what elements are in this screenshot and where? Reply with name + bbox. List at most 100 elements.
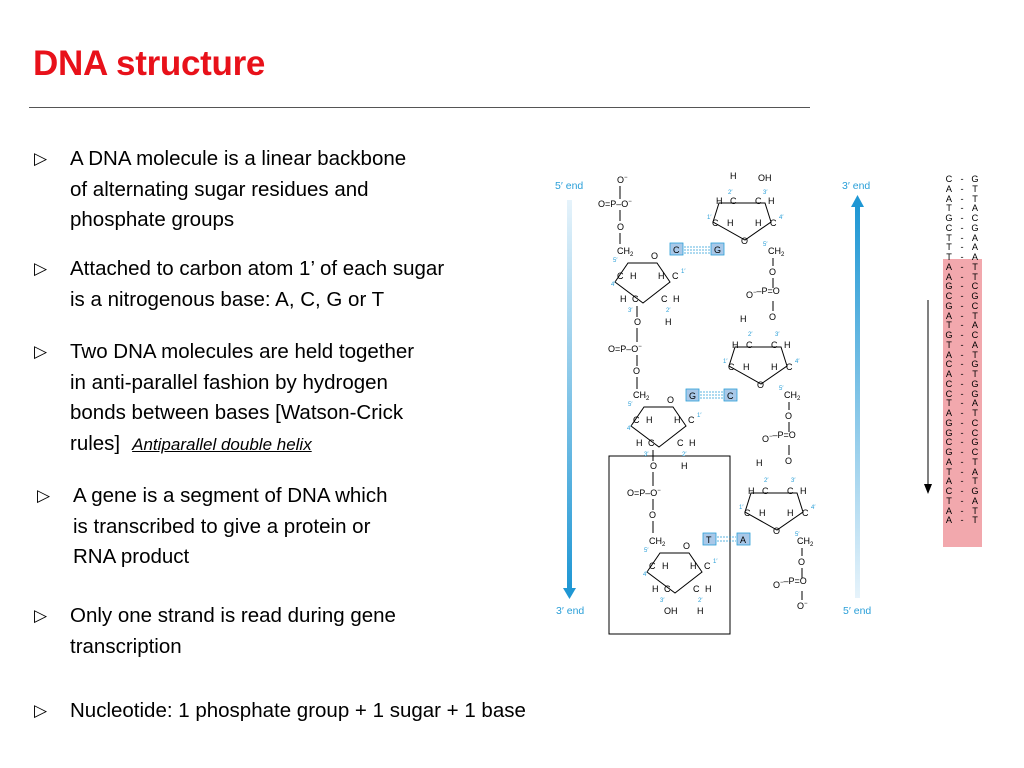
sequence-left-base: A [945,183,953,194]
transcribed-region-highlight [943,259,982,547]
sequence-right-base: A [971,320,979,331]
svg-text:O−–P=O: O−–P=O [746,286,780,300]
bullet-line: Nucleotide: 1 phosphate group + 1 sugar … [70,699,526,722]
svg-text:4′: 4′ [627,426,632,432]
base-pair-2: G C [685,388,738,402]
phosphate-group: O=P–O− O [627,472,661,533]
bullet-text: Attached to carbon atom 1’ of each sugar… [70,254,444,315]
sequence-separator: - [960,447,964,457]
sequence-right-base: G [971,388,979,399]
sequence-left-base: A [945,310,953,321]
sequence-left-base: T [946,232,952,243]
svg-text:O: O [798,557,805,567]
bullet-line: Attached to carbon atom 1’ of each sugar [70,257,445,280]
svg-text:3′: 3′ [660,598,665,604]
bullet-line: phosphate groups [70,208,235,231]
sequence-row: A-T [944,456,984,468]
svg-text:CH2: CH2 [633,390,650,402]
sequence-left-base: C [945,222,953,233]
sequence-row: T-A [944,252,984,263]
base-pair-1: C G [669,242,725,256]
nucleotide-highlight-box [608,455,731,635]
sequence-row: C-G [944,437,984,448]
sequence-row: A-T [944,310,984,322]
sequence-right-base: C [971,427,979,438]
svg-text:OH: OH [664,606,678,616]
bullet-line: A DNA molecule is a linear backbone [70,147,407,170]
sequence-right-base: T [972,349,978,360]
sequence-right-base: T [972,271,978,282]
bullet-line: rules]Antiparallel double helix [70,429,414,461]
sequence-row: G-C [944,330,984,341]
sequence-separator: - [960,232,964,243]
sequence-separator: - [960,310,964,321]
svg-text:4′: 4′ [643,572,648,578]
bullet-line: transcription [70,634,182,658]
svg-text:C: C [770,218,777,228]
sequence-left-base: C [945,291,953,301]
svg-text:C: C [693,584,700,594]
svg-text:C: C [802,508,809,518]
sequence-right-base: T [972,515,978,526]
sequence-right-base: C [971,447,979,457]
svg-text:C: C [712,218,719,228]
svg-text:C: C [730,196,737,206]
svg-text:C: C [688,415,695,425]
bullet-marker: ▷ [37,486,51,505]
bullet-marker: ▷ [34,701,48,720]
svg-text:C: C [744,508,751,518]
antiparallel-helix-link[interactable]: Antiparallel double helix [132,434,312,454]
sequence-separator: - [960,505,964,516]
sequence-row: A-T [944,194,984,205]
sequence-row: T-A [944,398,984,409]
svg-text:H: H [662,561,669,571]
sequence-row: A-T [944,515,984,526]
sequence-left-base: A [945,456,953,467]
sequence-right-base: T [972,369,978,379]
base-letter: C [727,391,734,401]
sequence-right-base: A [971,203,979,214]
sequence-right-base: C [971,213,979,223]
sequence-separator: - [960,222,964,233]
svg-text:2′: 2′ [682,452,687,458]
svg-text:H: H [658,271,665,281]
svg-text:2′: 2′ [698,598,703,604]
svg-text:H: H [787,508,794,518]
sequence-right-base: T [972,408,978,418]
svg-text:O: O [649,510,656,520]
svg-text:H: H [705,584,712,594]
sequence-separator: - [960,466,964,477]
sequence-separator: - [960,417,964,428]
sequence-left-base: A [945,515,953,526]
sequence-right-base: A [971,495,979,506]
sequence-separator: - [960,408,964,418]
sequence-separator: - [960,369,964,379]
sequence-right-base: G [971,222,979,233]
svg-text:O: O [769,312,776,322]
sequence-left-base: T [946,252,952,262]
svg-text:H: H [630,271,637,281]
svg-text:C: C [728,362,735,372]
sequence-separator: - [960,398,964,409]
sequence-row: A-T [944,271,984,283]
sequence-left-base: A [945,271,953,282]
sequence-row: T-A [944,242,984,253]
sequence-separator: - [960,495,964,506]
sequence-row: A-T [944,183,984,195]
sequence-separator: - [960,456,964,467]
svg-text:5′: 5′ [628,402,633,408]
sequence-left-base: A [945,505,953,516]
svg-text:1′: 1′ [723,359,728,365]
bullet-line: Two DNA molecules are held together [70,340,415,363]
sequence-row: C-G [944,359,984,370]
svg-text:H: H [740,314,747,324]
svg-text:H: H [690,561,697,571]
slide-title: DNA structure [33,44,266,83]
svg-text:O−–P=O: O−–P=O [762,430,796,444]
sequence-separator: - [960,300,964,311]
svg-text:O: O [773,526,780,536]
sequence-row: T-A [944,466,984,478]
svg-text:C: C [755,196,762,206]
